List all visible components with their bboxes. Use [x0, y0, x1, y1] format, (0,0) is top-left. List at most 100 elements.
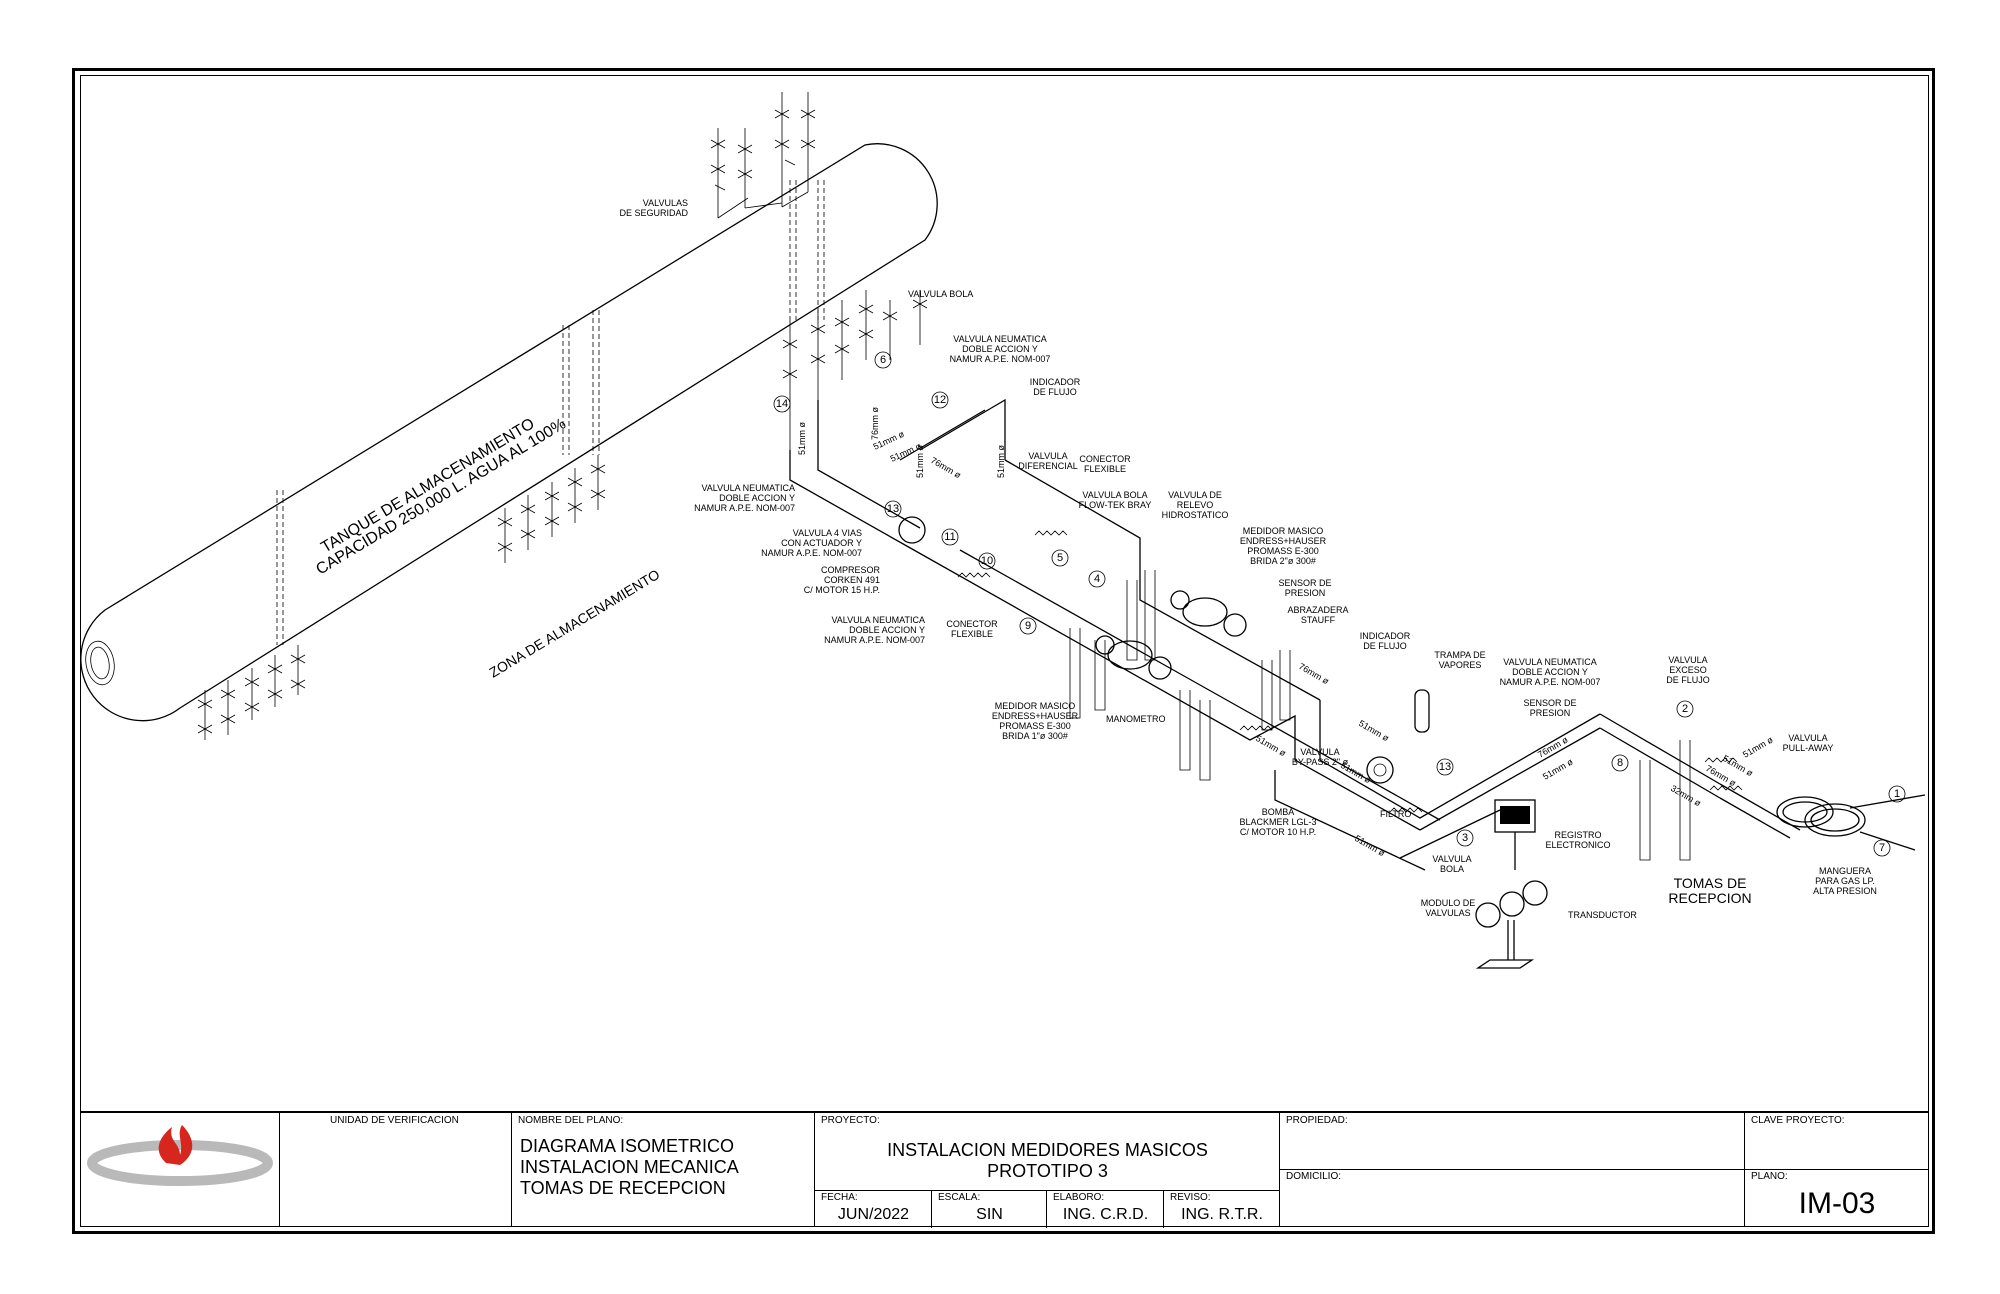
marker-4: 4 [1088, 570, 1106, 588]
zone-label: ZONA DE ALMACENAMIENTO [486, 566, 662, 681]
label-manguera-2: PARA GAS LP. [1815, 876, 1875, 886]
label-relevo-1: VALVULA DE [1168, 490, 1222, 500]
escala-caption: ESCALA: [938, 1192, 981, 1203]
safety-valves [710, 92, 816, 219]
label-conector-mid-1: CONECTOR [946, 619, 998, 629]
label-bypass-1: VALVULA [1300, 747, 1339, 757]
label-mm1-2: ENDRESS+HAUSER [992, 711, 1079, 721]
label-relevo-3: HIDROSTATICO [1162, 510, 1229, 520]
pipe-size-p32: 32mm ø [1669, 783, 1703, 808]
marker-9: 9 [1019, 617, 1037, 635]
domicilio-caption: DOMICILIO: [1286, 1171, 1342, 1182]
mass-meter-1 [1095, 635, 1172, 680]
label-mm2-1: MEDIDOR MASICO [1243, 526, 1324, 536]
marker-number: 11 [944, 531, 955, 543]
proyecto-caption: PROYECTO: [821, 1115, 880, 1126]
pipe-size-p51-g: 51mm ø [1357, 718, 1391, 743]
label-valvula-bola-top: VALVULA BOLA [908, 289, 973, 299]
label-bomba-2: BLACKMER LGL-3 [1239, 817, 1316, 827]
drawing-sheet-border [72, 68, 1935, 1234]
label-compresor-2: CORKEN 491 [824, 575, 880, 585]
marker-7: 7 [1873, 839, 1891, 857]
label-diferencial-1: VALVULA [1028, 451, 1067, 461]
label-vn8-2: DOBLE ACCION Y [1512, 667, 1588, 677]
label-abrazadera-2: STAUFF [1301, 615, 1336, 625]
label-mm1-3: PROMASS E-300 [999, 721, 1071, 731]
pipe-size-p76-c: 76mm ø [1297, 661, 1331, 686]
label-sensor-right-1: SENSOR DE [1523, 698, 1576, 708]
label-conector-top-2: FLEXIBLE [1084, 464, 1126, 474]
label-valvulas-seguridad-2: DE SEGURIDAD [619, 208, 688, 218]
marker-number: 10 [981, 555, 993, 567]
label-manguera-3: ALTA PRESION [1813, 886, 1877, 896]
label-flowtek-1: VALVULA BOLA [1082, 490, 1147, 500]
label-4vias-3: NAMUR A.P.E. NOM-007 [761, 548, 862, 558]
marker-number: 7 [1879, 842, 1885, 854]
unidad-cell: UNIDAD DE VERIFICACION [280, 1113, 512, 1227]
label-vn12-2: DOBLE ACCION Y [962, 344, 1038, 354]
label-vn8-3: NAMUR A.P.E. NOM-007 [1500, 677, 1601, 687]
pipe-size-p51-d: 51mm ø [915, 444, 925, 478]
storage-tank [80, 143, 938, 722]
label-bola-bottom-1: VALVULA [1432, 854, 1471, 864]
label-vn11-2: DOBLE ACCION Y [849, 625, 925, 635]
marker-number: 2 [1682, 703, 1688, 715]
nombre-cell: NOMBRE DEL PLANO: DIAGRAMA ISOMETRICO IN… [512, 1113, 815, 1227]
high-pressure-hose [1776, 794, 1926, 851]
marker-1: 1 [1888, 785, 1906, 803]
marker-14: 14 [773, 395, 791, 413]
label-vn12-1: VALVULA NEUMATICA [953, 334, 1047, 344]
label-conector-mid-2: FLEXIBLE [951, 629, 993, 639]
plano-divider [1745, 1169, 1929, 1170]
elaboro-value: ING. C.R.D. [1062, 1206, 1149, 1223]
label-mm1-4: BRIDA 1"ø 300# [1002, 731, 1068, 741]
proyecto-line-2: PROTOTIPO 3 [987, 1161, 1108, 1181]
marker-6: 6 [874, 351, 892, 369]
label-abrazadera-1: ABRAZADERA [1287, 605, 1348, 615]
label-exceso-2: EXCESO [1669, 665, 1707, 675]
label-pullaway-2: PULL-AWAY [1783, 743, 1834, 753]
marker-number: 9 [1025, 620, 1031, 632]
project-meta-row: FECHA: JUN/2022 ESCALA: SIN ELABORO: ING… [815, 1190, 1280, 1228]
marker-number: 8 [1617, 757, 1623, 769]
nombre-line-1: DIAGRAMA ISOMETRICO [520, 1136, 735, 1156]
proyecto-line-1: INSTALACION MEDIDORES MASICOS [887, 1140, 1208, 1160]
plano-cell: CLAVE PROYECTO: PLANO: IM-03 [1745, 1113, 1929, 1227]
marker-13-b: 13 [1436, 758, 1454, 776]
electronic-register [1494, 799, 1536, 870]
label-vn13-3: NAMUR A.P.E. NOM-007 [694, 503, 795, 513]
label-diferencial-2: DIFERENCIAL [1018, 461, 1078, 471]
mass-meter-2 [1170, 590, 1247, 637]
label-vn11-1: VALVULA NEUMATICA [831, 615, 925, 625]
plano-number: IM-03 [1798, 1187, 1876, 1220]
label-vn8-1: VALVULA NEUMATICA [1503, 657, 1597, 667]
flame-logo-icon [158, 1125, 193, 1165]
label-mm2-2: ENDRESS+HAUSER [1240, 536, 1327, 546]
company-logo [87, 1125, 273, 1186]
label-transductor: TRANSDUCTOR [1568, 910, 1637, 920]
pipe-size-p51-j: 51mm ø [1741, 734, 1775, 759]
logo-cell [80, 1113, 280, 1227]
escala-cell: ESCALA: SIN [932, 1191, 1047, 1228]
marker-12: 12 [931, 391, 949, 409]
marker-number: 6 [880, 354, 886, 366]
nombre-line-2: INSTALACION MECANICA [520, 1157, 739, 1177]
label-indicador-top-1: INDICADOR [1030, 377, 1081, 387]
label-mm2-3: PROMASS E-300 [1247, 546, 1319, 556]
title-block: UNIDAD DE VERIFICACION NOMBRE DEL PLANO:… [80, 1111, 1929, 1228]
pipe-size-p51-a: 51mm ø [797, 421, 807, 455]
label-registro-2: ELECTRONICO [1545, 840, 1610, 850]
label-vn11-3: NAMUR A.P.E. NOM-007 [824, 635, 925, 645]
plano-caption: PLANO: [1751, 1171, 1788, 1182]
marker-3: 3 [1456, 829, 1474, 847]
proyecto-cell: PROYECTO: INSTALACION MEDIDORES MASICOS … [815, 1113, 1280, 1228]
pipe-size-p51-e: 51mm ø [996, 444, 1006, 478]
flexible-connectors [957, 530, 1743, 813]
label-indicador-top-2: DE FLUJO [1033, 387, 1077, 397]
fecha-caption: FECHA: [821, 1192, 858, 1203]
marker-2: 2 [1676, 700, 1694, 718]
label-bomba-3: C/ MOTOR 10 H.P. [1240, 827, 1316, 837]
marker-10: 10 [978, 552, 996, 570]
marker-number: 13 [1439, 761, 1451, 773]
